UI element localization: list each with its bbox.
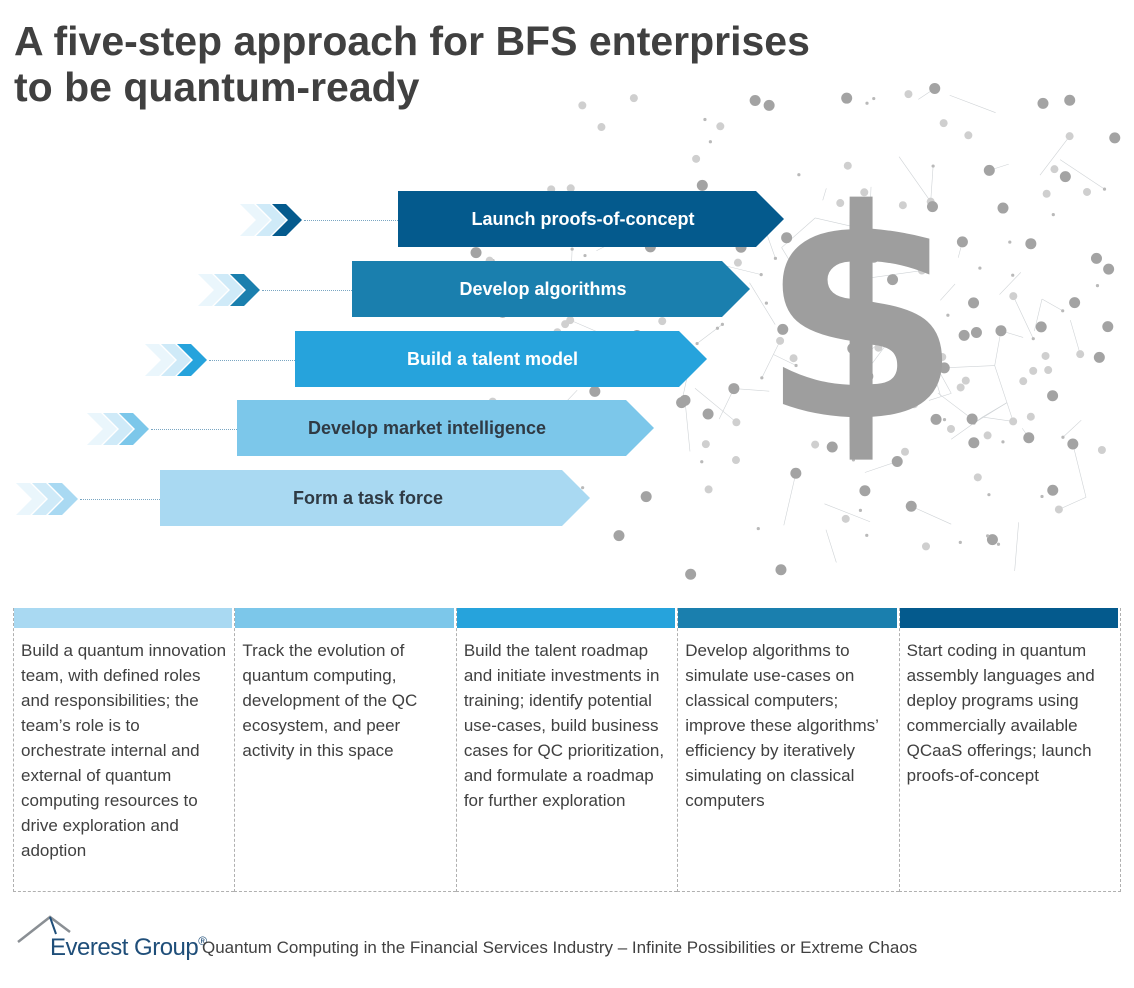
step-label: Develop algorithms (459, 279, 627, 299)
report-title: Quantum Computing in the Financial Servi… (202, 938, 918, 957)
step-detail-column-5: Start coding in quantum assembly languag… (898, 608, 1122, 892)
step-connector (80, 499, 160, 500)
column-description: Start coding in quantum assembly languag… (906, 641, 1095, 785)
step-label: Develop market intelligence (307, 418, 547, 438)
step-row-4: Develop algorithms (0, 261, 760, 321)
everest-mountain-logo-icon (17, 915, 71, 943)
step-connector (262, 290, 352, 291)
step-detail-column-2: Track the evolution of quantum computing… (234, 608, 456, 892)
step-row-1: Form a task force (0, 470, 600, 530)
page-title: A five-step approach for BFS enterprises… (14, 18, 914, 110)
step-row-5: Launch proofs-of-concept (0, 191, 790, 251)
chevron-arrows-icon (16, 483, 78, 515)
chevron-arrows-icon (145, 344, 207, 376)
step-arrow-shape (295, 331, 707, 387)
step-row-3: Build a talent model (0, 331, 710, 391)
step-arrow-shape (237, 400, 654, 456)
step-detail-column-3: Build the talent roadmap and initiate in… (455, 608, 678, 892)
column-color-bar (456, 608, 676, 628)
step-arrow-shape (352, 261, 750, 317)
step-connector (151, 429, 237, 430)
step-connector (209, 360, 295, 361)
column-color-bar (678, 608, 897, 628)
column-color-bar (14, 608, 233, 628)
column-color-bar (899, 608, 1119, 628)
column-description: Track the evolution of quantum computing… (242, 641, 418, 760)
title-line-2: to be quantum-ready (14, 64, 420, 110)
step-connector (304, 220, 398, 221)
step-arrow-shape (398, 191, 784, 247)
step-details-table: Build a quantum innovation team, with de… (13, 608, 1122, 892)
column-description: Develop algorithms to simulate use-cases… (685, 641, 879, 810)
chevron-arrows-icon (240, 204, 302, 236)
step-label: Launch proofs-of-concept (471, 209, 695, 229)
step-detail-column-4: Develop algorithms to simulate use-cases… (677, 608, 899, 892)
step-detail-column-1: Build a quantum innovation team, with de… (13, 608, 235, 892)
step-row-2: Develop market intelligence (0, 400, 660, 460)
registered-mark: ® (198, 934, 207, 948)
footer: Everest Group® Quantum Computing in the … (16, 912, 1116, 972)
column-color-bar (235, 608, 454, 628)
company-logo: Everest Group® (50, 934, 207, 962)
chevron-arrows-icon (198, 274, 260, 306)
title-line-1: A five-step approach for BFS enterprises (14, 18, 810, 64)
logo-name: Everest Group (50, 934, 199, 961)
column-description: Build a quantum innovation team, with de… (21, 641, 227, 860)
chevron-arrows-icon (87, 413, 149, 445)
step-label: Form a task force (292, 488, 444, 508)
step-label: Build a talent model (406, 349, 579, 369)
step-arrow-shape (160, 470, 590, 526)
column-description: Build the talent roadmap and initiate in… (463, 641, 665, 810)
dollar-sign-icon: $ (760, 149, 962, 486)
